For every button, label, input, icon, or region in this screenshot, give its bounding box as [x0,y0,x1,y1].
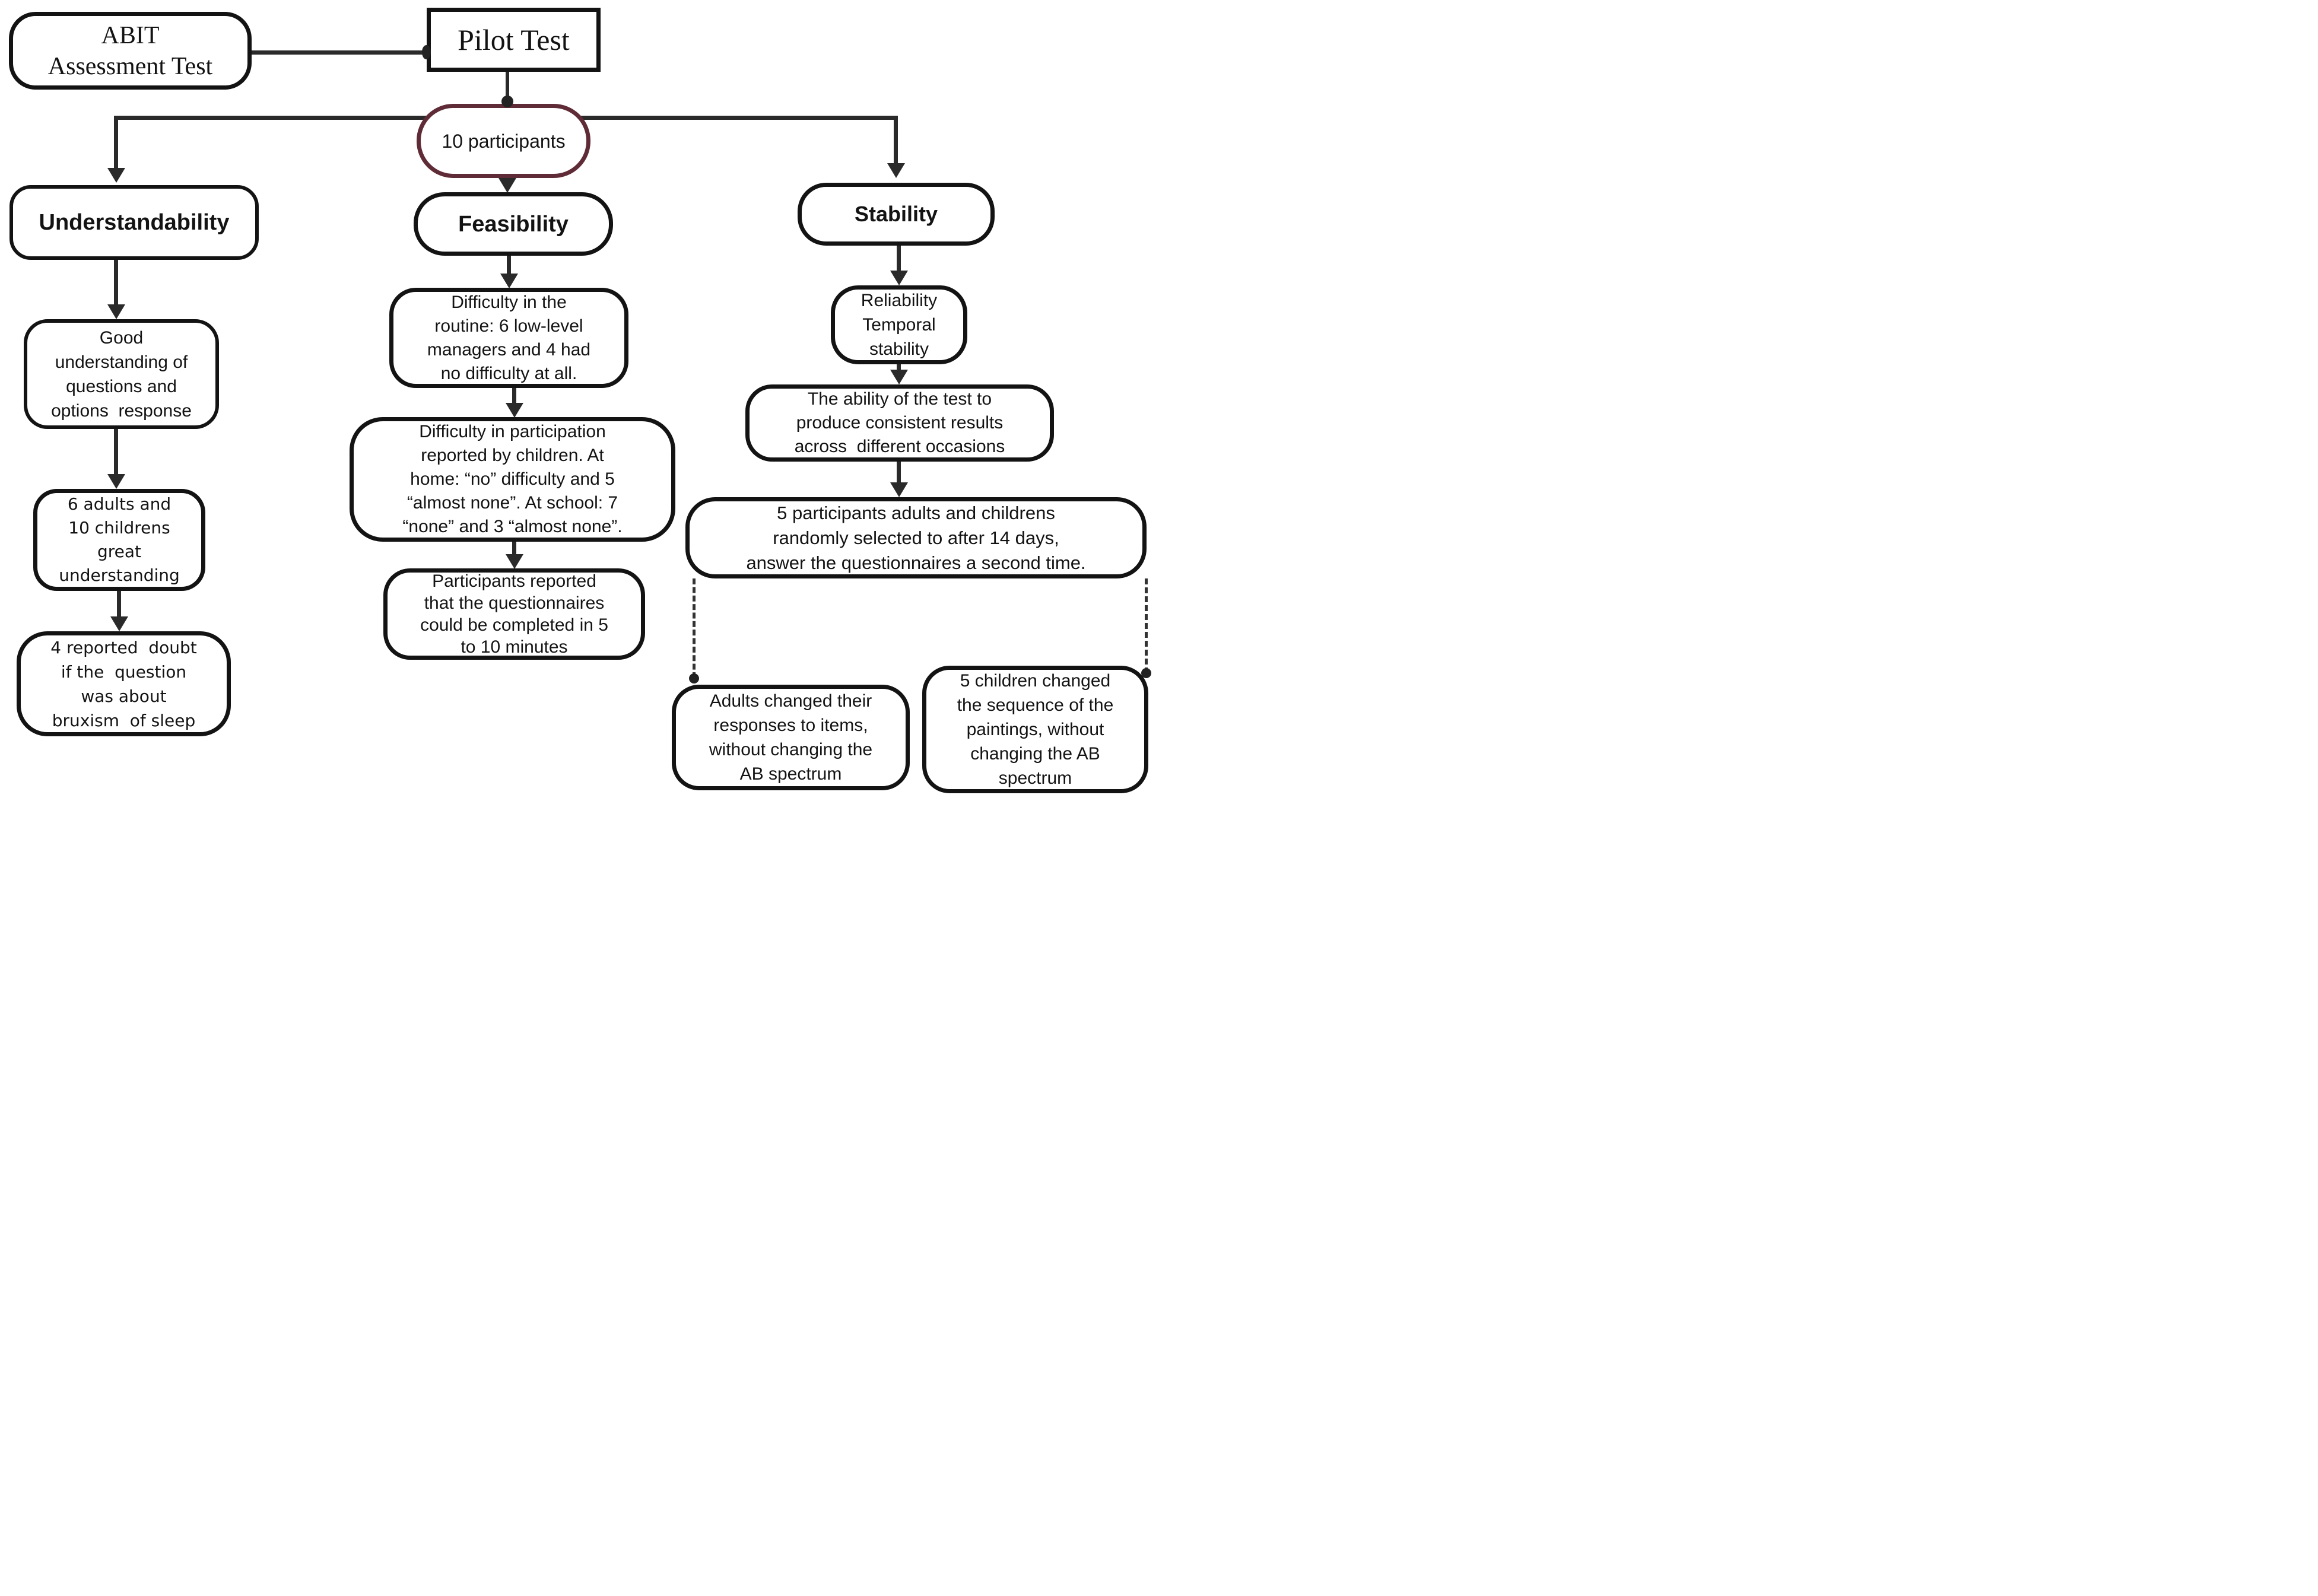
connector-routine-to-participation [512,388,516,405]
arrowhead-into-retest [890,482,908,497]
connector-reliability-to-ability [897,364,901,373]
flowchart-canvas: ABIT Assessment Test Pilot Test 10 parti… [0,0,1159,798]
connector-ability-to-retest [897,462,901,485]
arrowhead-into-ability [890,370,908,384]
node-pilot-label: Pilot Test [458,23,570,56]
connector-feasibility-to-routine [507,256,511,275]
junction-dot-pilot-left [422,45,431,59]
node-completion-time-label: Participants reported that the questionn… [420,571,608,657]
node-children-changed-label: 5 children changed the sequence of the p… [957,671,1114,788]
arrowhead-into-participation [506,403,523,418]
dashed-connector-retest-to-children-changed [1145,578,1148,673]
junction-dot-adults-changed [689,673,699,683]
node-completion-time: Participants reported that the questionn… [383,568,645,660]
node-retest-label: 5 participants adults and childrens rand… [746,502,1086,573]
node-good-understanding: Good understanding of questions and opti… [24,319,219,429]
node-reliability-label: Reliability Temporal stability [860,291,938,359]
arrowhead-into-understandability [107,168,125,183]
arrowhead-into-reliability [890,271,908,285]
connector-abit-to-pilot [252,50,427,55]
node-pilot-test: Pilot Test [427,8,601,72]
node-adults-changed: Adults changed their responses to items,… [672,685,910,790]
connector-pilot-to-participants [506,72,509,101]
node-adults-children-understanding-label: 6 adults and 10 childrens great understa… [59,494,180,585]
node-stability-label: Stability [854,202,938,226]
arrowhead-into-completion [506,554,523,569]
connector-participation-to-completion [512,542,516,557]
node-abit-assessment-test: ABIT Assessment Test [9,12,252,90]
arrowhead-into-feasibility [498,178,516,193]
node-abit-label: ABIT Assessment Test [47,21,213,80]
node-feasibility-label: Feasibility [458,211,569,237]
node-reported-doubt: 4 reported doubt if the question was abo… [17,631,231,736]
arrowhead-into-good [107,304,125,319]
node-reported-doubt-label: 4 reported doubt if the question was abo… [50,637,197,730]
node-10-participants: 10 participants [417,104,590,178]
junction-dot-children-changed [1141,668,1151,678]
arrowhead-into-stability [887,163,905,178]
node-understandability: Understandability [9,185,259,260]
node-difficulty-routine: Difficulty in the routine: 6 low-level m… [389,288,628,388]
arrowhead-into-adults [107,474,125,489]
node-feasibility: Feasibility [414,192,613,256]
node-reliability: Reliability Temporal stability [831,285,967,364]
node-difficulty-participation-label: Difficulty in participation reported by … [402,422,623,536]
arrowhead-into-routine [500,274,518,288]
node-difficulty-participation: Difficulty in participation reported by … [350,417,675,542]
node-children-changed: 5 children changed the sequence of the p… [922,666,1148,793]
node-test-ability: The ability of the test to produce consi… [745,384,1054,462]
node-good-understanding-label: Good understanding of questions and opti… [51,328,192,421]
connector-good-to-adults [114,429,118,476]
dashed-connector-retest-to-adults-changed [693,578,696,678]
connector-adults-to-doubt [117,591,121,618]
node-difficulty-routine-label: Difficulty in the routine: 6 low-level m… [427,292,591,383]
node-10-participants-label: 10 participants [442,130,566,152]
connector-elbow-left-vertical [114,116,118,168]
node-adults-changed-label: Adults changed their responses to items,… [709,691,873,784]
node-retest: 5 participants adults and childrens rand… [685,497,1147,578]
connector-stability-to-reliability [897,246,901,273]
node-stability: Stability [798,183,995,246]
node-test-ability-label: The ability of the test to produce consi… [794,389,1005,456]
node-understandability-label: Understandability [39,210,230,235]
connector-elbow-right-vertical [894,116,898,163]
connector-understandability-to-good [114,260,118,306]
arrowhead-into-doubt [110,616,128,631]
junction-dot-participants-top [501,96,513,107]
node-adults-children-understanding: 6 adults and 10 childrens great understa… [33,489,205,591]
